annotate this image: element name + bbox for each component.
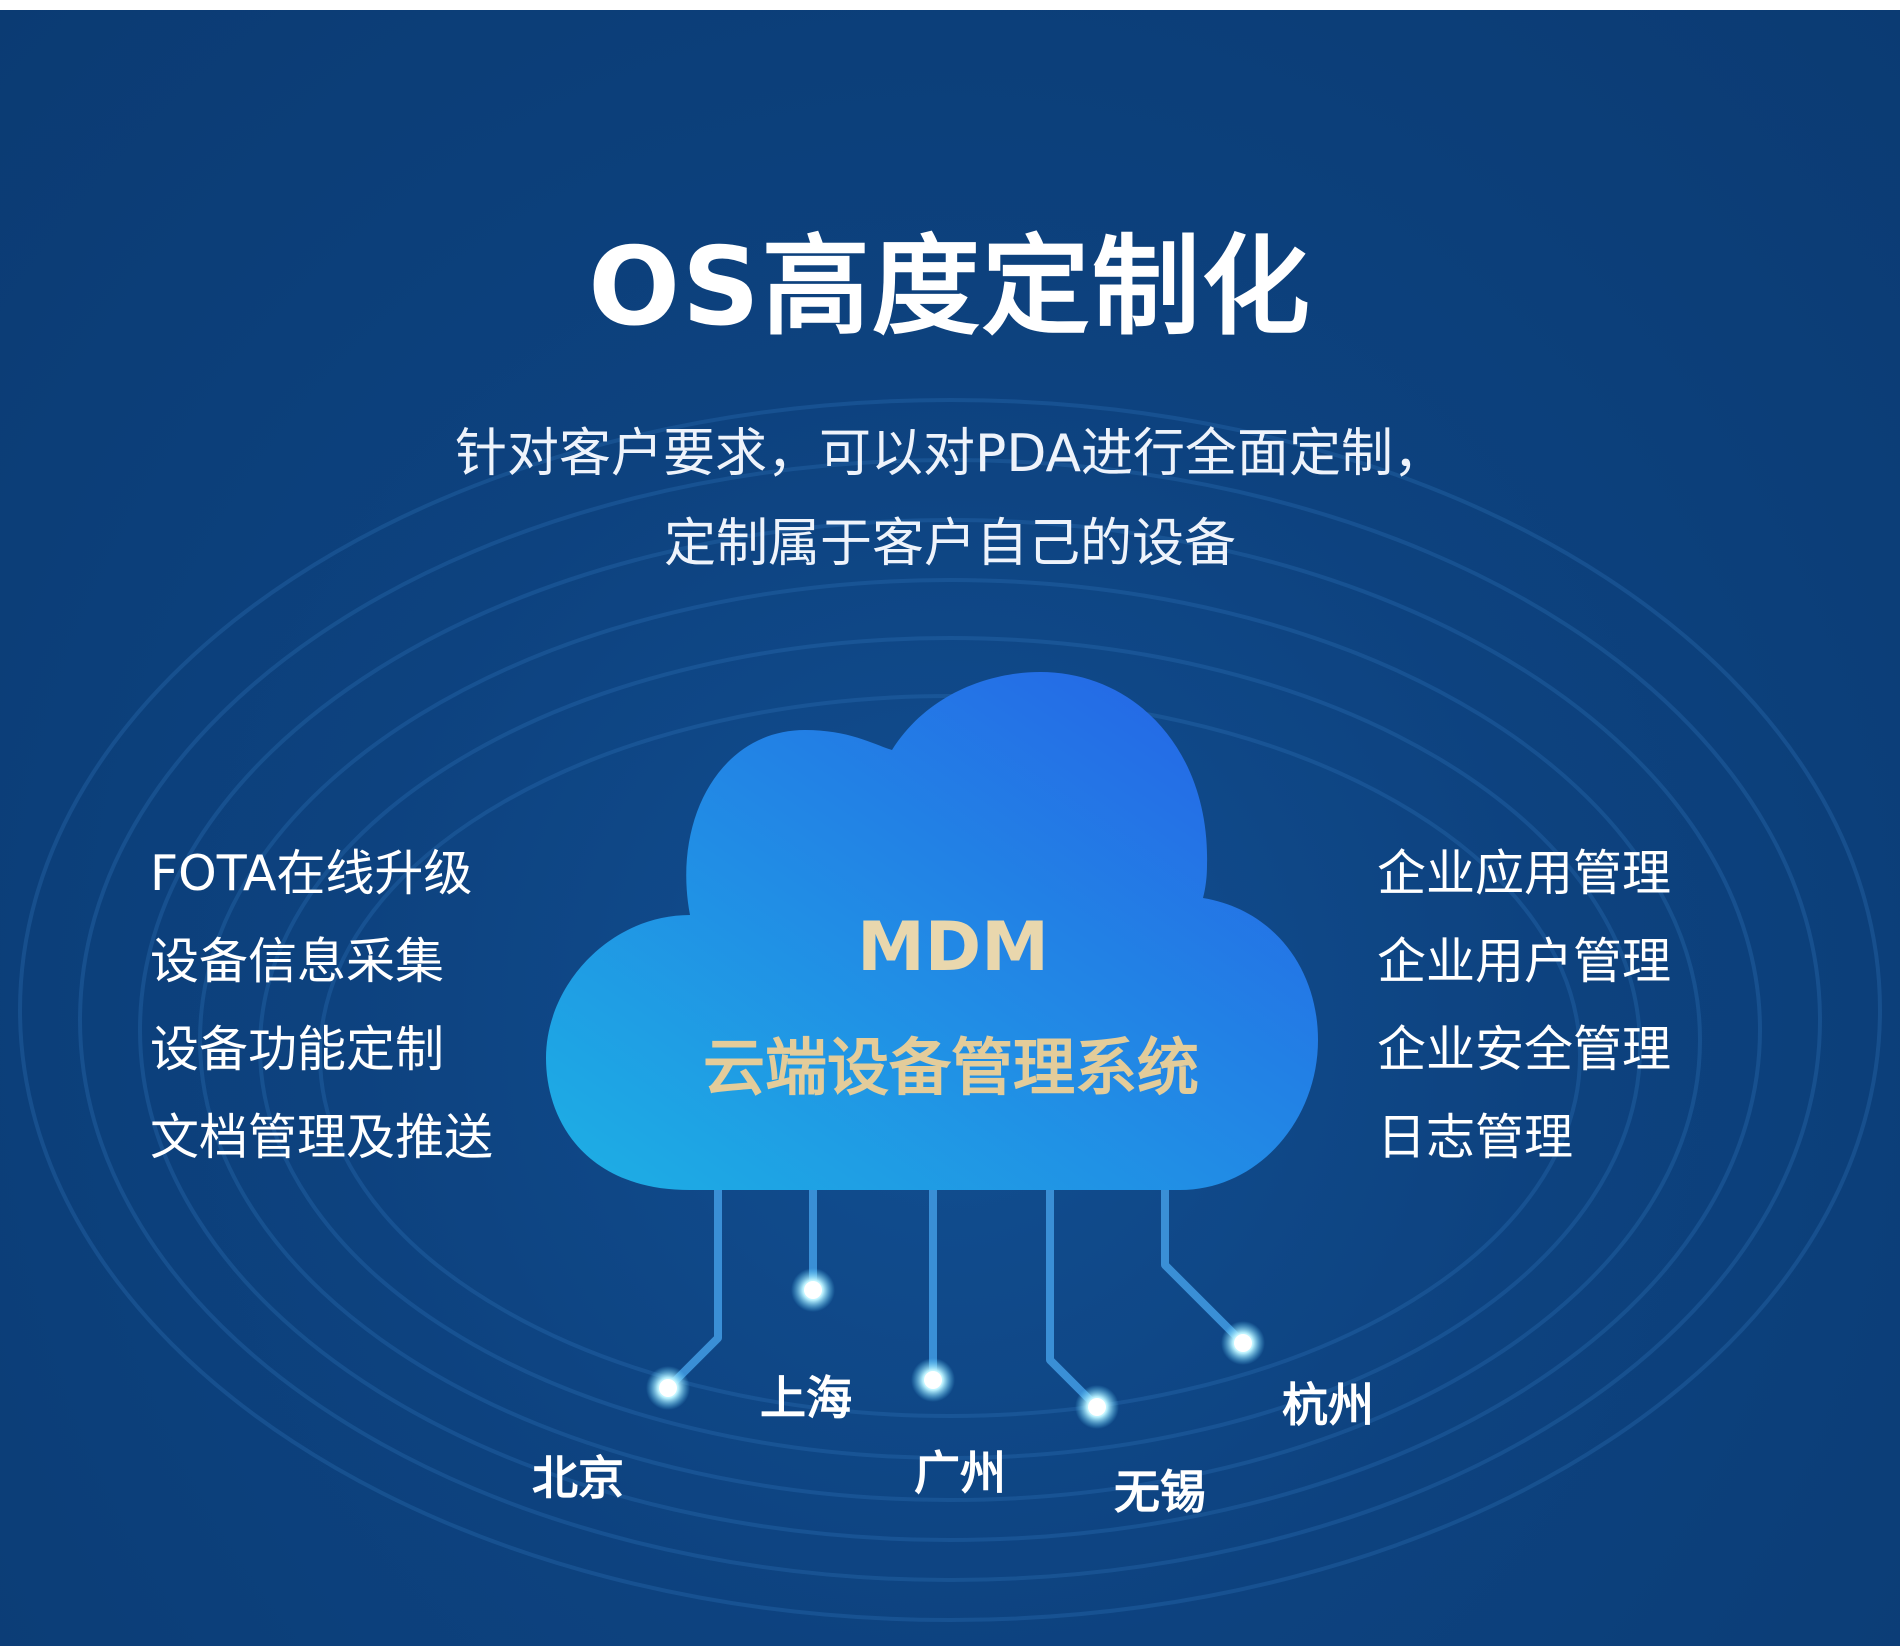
cloud-label: 云端设备管理系统 [702, 1031, 1199, 1104]
connector-hangzhou [1161, 1186, 1247, 1347]
feature-list-left: FOTA在线升级 设备信息采集 设备功能定制 文档管理及推送 [150, 830, 493, 1182]
city-label-beijing: 北京 [532, 1451, 624, 1505]
feature-item: 企业应用管理 [1377, 845, 1672, 902]
background-rings [18, 398, 1882, 1622]
cloud-diagram [546, 672, 1318, 1429]
feature-item: 日志管理 [1377, 1109, 1574, 1166]
feature-item: 设备信息采集 [150, 933, 445, 990]
feature-item: 企业安全管理 [1377, 1021, 1672, 1078]
connector-wuxi [1046, 1186, 1101, 1411]
feature-item: FOTA在线升级 [150, 845, 473, 902]
cloud-shape [546, 672, 1318, 1190]
connector-lines [664, 1186, 1247, 1411]
feature-item: 文档管理及推送 [150, 1109, 494, 1166]
page-title: OS高度定制化 [588, 225, 1312, 350]
city-label-hangzhou: 杭州 [1282, 1378, 1374, 1432]
feature-item: 设备功能定制 [150, 1021, 445, 1078]
subtitle-line-1: 针对客户要求，可以对PDA进行全面定制， [454, 424, 1446, 484]
city-label-wuxi: 无锡 [1114, 1465, 1206, 1519]
city-nodes [646, 1268, 1265, 1429]
feature-item: 企业用户管理 [1377, 933, 1672, 990]
subtitle-line-2: 定制属于客户自己的设备 [663, 514, 1236, 574]
connector-beijing [664, 1186, 722, 1392]
feature-list-right: 企业应用管理 企业用户管理 企业安全管理 日志管理 [1377, 830, 1671, 1182]
hero-panel: OS高度定制化 针对客户要求，可以对PDA进行全面定制， 定制属于客户自己的设备 [0, 10, 1900, 1646]
cloud-title: MDM [857, 908, 1049, 987]
city-label-guangzhou: 广州 [914, 1446, 1006, 1500]
city-label-shanghai: 上海 [760, 1371, 852, 1425]
